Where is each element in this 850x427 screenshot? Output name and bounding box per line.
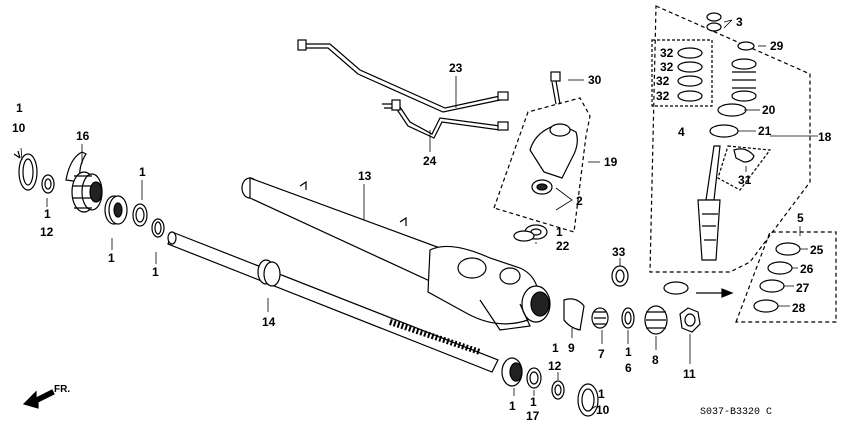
- callout-6: 6: [625, 361, 632, 375]
- bushing-right: [501, 357, 523, 387]
- callout-9: 9: [568, 341, 575, 355]
- callout-labels: 1 10 1 12 16 1 1 1 14 13 23 24 30 19 2 1…: [12, 15, 832, 423]
- callout-23: 23: [449, 61, 463, 75]
- callout-1-g: 1: [625, 345, 632, 359]
- callout-1-c: 1: [108, 251, 115, 265]
- front-direction-arrow: [22, 389, 55, 409]
- seal-22: [513, 230, 535, 242]
- callout-33: 33: [612, 245, 626, 259]
- callout-7: 7: [598, 347, 605, 361]
- callout-1-f: 1: [556, 225, 563, 239]
- callout-2: 2: [576, 194, 583, 208]
- callout-27: 27: [796, 281, 810, 295]
- callout-1-h: 1: [552, 341, 559, 355]
- o-ring-left-b: [151, 218, 165, 238]
- diagram-code: S037-B3320 C: [700, 407, 772, 418]
- callout-24: 24: [423, 154, 437, 168]
- callout-1-j: 1: [530, 395, 537, 409]
- callout-10-b: 10: [596, 403, 610, 417]
- callout-32-b: 32: [660, 60, 674, 74]
- end-nut-right: [551, 380, 565, 400]
- callout-1-i: 1: [509, 399, 516, 413]
- leader-lines: [20, 19, 818, 411]
- callout-13: 13: [358, 169, 372, 183]
- feed-line-24: [382, 99, 509, 139]
- callout-28: 28: [792, 301, 806, 315]
- callout-5: 5: [797, 211, 804, 225]
- callout-30: 30: [588, 73, 602, 87]
- callout-18: 18: [818, 130, 832, 144]
- parts-drawing: [13, 5, 837, 417]
- boot-clamp-left: [13, 150, 38, 191]
- callout-32-a: 32: [660, 46, 674, 60]
- o-ring-left-a: [132, 203, 148, 227]
- bushing-left: [104, 195, 128, 225]
- callout-1-d: 1: [139, 165, 146, 179]
- cylinder-end-9: [563, 298, 585, 331]
- washer-mid: [663, 281, 689, 295]
- o-ring-6: [621, 307, 635, 329]
- lock-nut-11: [679, 307, 701, 333]
- callout-1-e: 1: [152, 265, 159, 279]
- callout-8: 8: [652, 353, 659, 367]
- callout-1-b: 1: [44, 207, 51, 221]
- callout-20: 20: [762, 103, 776, 117]
- callout-19: 19: [604, 155, 618, 169]
- callout-26: 26: [800, 262, 814, 276]
- callout-12-b: 12: [548, 359, 562, 373]
- front-direction-label: FR.: [54, 384, 70, 395]
- seal-kit-group-5: [735, 231, 837, 323]
- callout-4: 4: [678, 125, 685, 139]
- callout-32-c: 32: [656, 74, 670, 88]
- callout-31: 31: [738, 173, 752, 187]
- callout-32-d: 32: [656, 89, 670, 103]
- o-ring-17: [526, 367, 542, 389]
- callout-17: 17: [526, 409, 540, 423]
- callout-3: 3: [736, 15, 743, 29]
- callout-21: 21: [758, 124, 772, 138]
- end-nut-left: [41, 174, 55, 194]
- bolt-30: [550, 71, 561, 105]
- callout-11: 11: [683, 367, 696, 381]
- callout-25: 25: [810, 243, 824, 257]
- spring-7: [591, 307, 609, 329]
- cylinder-cap-8: [644, 305, 668, 335]
- callout-12-a: 12: [40, 225, 54, 239]
- rack-end-boot-16: [65, 151, 103, 213]
- callout-1-k: 1: [598, 387, 605, 401]
- arrow-to-kit: [696, 288, 734, 298]
- steering-rack-14: [167, 231, 499, 373]
- feed-line-23: [297, 39, 509, 113]
- gearbox-housing-13: [241, 177, 551, 331]
- callout-16: 16: [76, 129, 90, 143]
- callout-29: 29: [770, 39, 784, 53]
- valve-stack-group-18: [649, 5, 811, 273]
- boot-clamp-right: [577, 383, 599, 417]
- callout-10-a: 10: [12, 121, 26, 135]
- callout-1-a: 1: [16, 101, 23, 115]
- oil-seal-33: [611, 265, 629, 287]
- valve-body-group-19: [493, 97, 591, 240]
- callout-14: 14: [262, 315, 276, 329]
- callout-22: 22: [556, 239, 570, 253]
